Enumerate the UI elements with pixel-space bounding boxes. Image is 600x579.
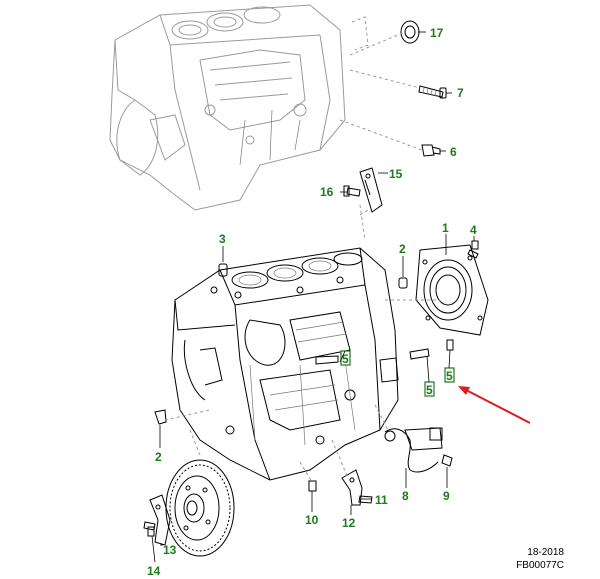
callout-8: 8 bbox=[402, 489, 409, 503]
rear-seal-plate-part-1 bbox=[415, 244, 489, 336]
callout-2-upper: 2 bbox=[399, 242, 406, 256]
callout-13: 13 bbox=[163, 543, 177, 557]
studs-part-5 bbox=[315, 339, 454, 365]
seal-part-17 bbox=[400, 20, 420, 44]
leader-lines bbox=[151, 16, 475, 563]
callout-17: 17 bbox=[430, 26, 444, 40]
callout-labels: 17 7 6 15 16 3 1 4 2 2 8 9 10 11 12 13 1… bbox=[147, 26, 477, 578]
bolt-part-9 bbox=[441, 454, 453, 467]
bracket-part-12 bbox=[341, 469, 363, 506]
sensor-harness-part-8 bbox=[384, 427, 443, 473]
callout-5-middle: 5 bbox=[426, 383, 433, 397]
bracket-part-15 bbox=[359, 167, 383, 213]
bolt-part-14 bbox=[143, 521, 156, 537]
flexplate-ring-gear bbox=[165, 459, 235, 557]
callout-14: 14 bbox=[147, 564, 161, 578]
callout-12: 12 bbox=[342, 516, 356, 530]
reference-code: FB00077C bbox=[516, 560, 564, 571]
callout-16: 16 bbox=[320, 185, 334, 199]
red-pointer-arrow bbox=[458, 386, 531, 424]
upper-engine-block bbox=[109, 4, 346, 211]
bolt-part-16 bbox=[343, 185, 361, 197]
plug-part-2-lower bbox=[154, 409, 167, 425]
callout-2-lower: 2 bbox=[155, 450, 162, 464]
callout-10: 10 bbox=[305, 513, 319, 527]
callout-9: 9 bbox=[443, 489, 450, 503]
dowel-part-3 bbox=[218, 263, 228, 277]
stud-part-7 bbox=[418, 85, 447, 99]
callout-11: 11 bbox=[375, 493, 388, 507]
callout-5-right: 5 bbox=[446, 369, 453, 383]
sensor-bracket-part-13 bbox=[149, 494, 171, 546]
callout-4: 4 bbox=[470, 223, 477, 237]
callout-15: 15 bbox=[389, 167, 403, 181]
bolt-part-4 bbox=[467, 240, 479, 259]
dowel-part-2-upper bbox=[398, 277, 408, 289]
callout-1: 1 bbox=[442, 221, 449, 235]
callout-7: 7 bbox=[457, 86, 464, 100]
reference-date: 18-2018 bbox=[527, 547, 564, 558]
callout-5-left: 5 bbox=[342, 352, 349, 366]
callout-6: 6 bbox=[450, 145, 457, 159]
callout-3: 3 bbox=[219, 232, 226, 246]
bolt-part-10 bbox=[308, 480, 317, 492]
bolt-part-11 bbox=[358, 495, 373, 504]
boxed-callouts-5: 5 5 5 bbox=[339, 349, 455, 397]
plug-part-6 bbox=[421, 144, 441, 157]
lower-engine-block bbox=[171, 247, 399, 481]
